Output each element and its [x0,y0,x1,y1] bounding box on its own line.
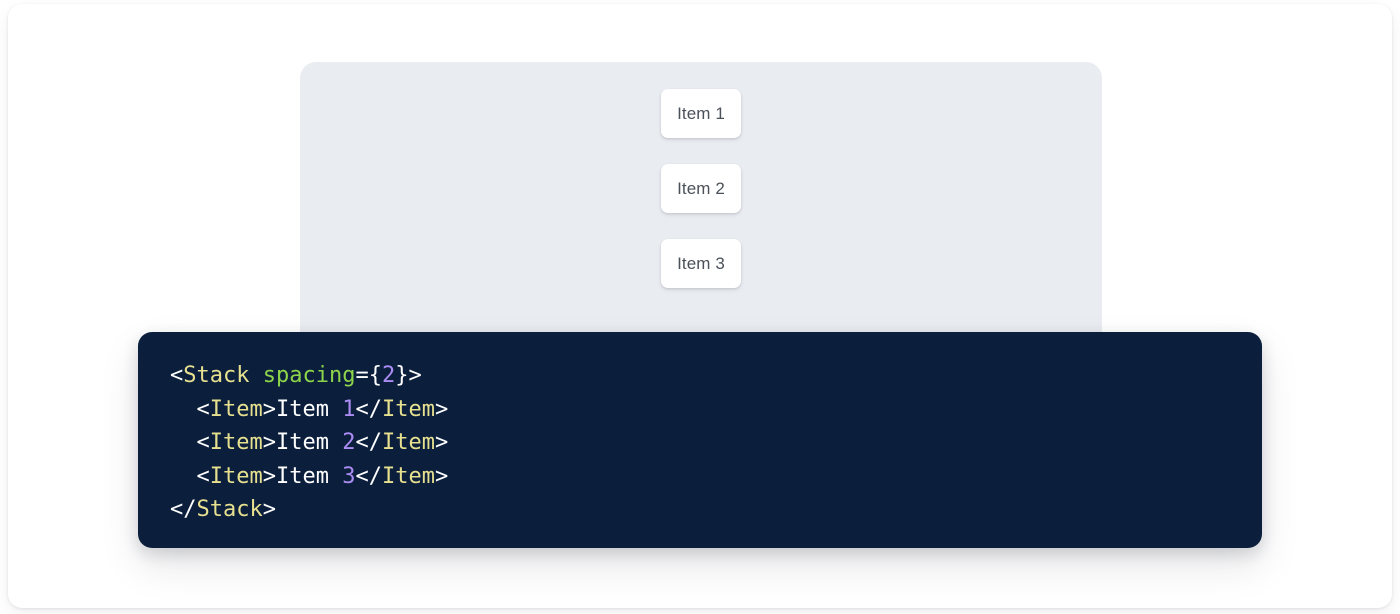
code-token-text: Item [275,463,343,489]
page-frame: Item 1 Item 2 Item 3 <Stack spacing={2}>… [8,4,1392,608]
list-item[interactable]: Item 3 [661,239,741,288]
list-item[interactable]: Item 1 [661,89,741,138]
list-item[interactable]: Item 2 [661,164,741,213]
code-block[interactable]: <Stack spacing={2}> <Item>Item 1</Item> … [170,359,1262,527]
code-token-punct: < [170,363,184,388]
code-token-tag: Item [209,396,263,422]
code-token-tag: Item [381,396,435,422]
code-token-num: 1 [342,396,356,422]
code-token-text: Item [275,430,343,456]
code-token-tag: Stack [183,363,250,388]
component-preview-panel: Item 1 Item 2 Item 3 [300,62,1102,362]
code-token-tag: Item [209,430,263,456]
code-token-punct: > [262,463,276,489]
code-token-punct: </ [355,396,382,422]
code-token-punct: </ [355,463,382,489]
code-token-punct: </ [170,497,197,523]
code-token-punct: < [196,463,210,489]
code-token-punct: < [196,430,210,456]
code-token-tag: Item [381,463,435,489]
code-token-tag: Stack [196,497,263,523]
code-token-num: 2 [381,363,396,388]
code-token-punct: </ [355,430,382,456]
code-token-punct: < [196,396,210,422]
stack-container: Item 1 Item 2 Item 3 [661,89,741,288]
code-token-tag: Item [209,463,263,489]
code-content: <Stack spacing={2}> <Item>Item 1</Item> … [170,363,448,522]
code-token-num: 3 [342,463,356,489]
code-token-punct: }> [395,363,422,388]
code-token-punct: > [434,463,449,489]
code-snippet-card: <Stack spacing={2}> <Item>Item 1</Item> … [138,332,1262,548]
code-token-punct [249,363,262,388]
code-token-punct: ={ [355,363,382,388]
code-token-punct: > [262,497,276,523]
code-token-num: 2 [342,430,356,456]
code-token-punct: > [434,396,449,422]
code-token-punct: > [434,430,449,456]
code-token-attr: spacing [262,363,356,388]
code-token-punct: > [262,430,276,456]
code-token-text: Item [275,396,343,422]
code-token-tag: Item [381,430,435,456]
code-token-punct: > [262,396,276,422]
